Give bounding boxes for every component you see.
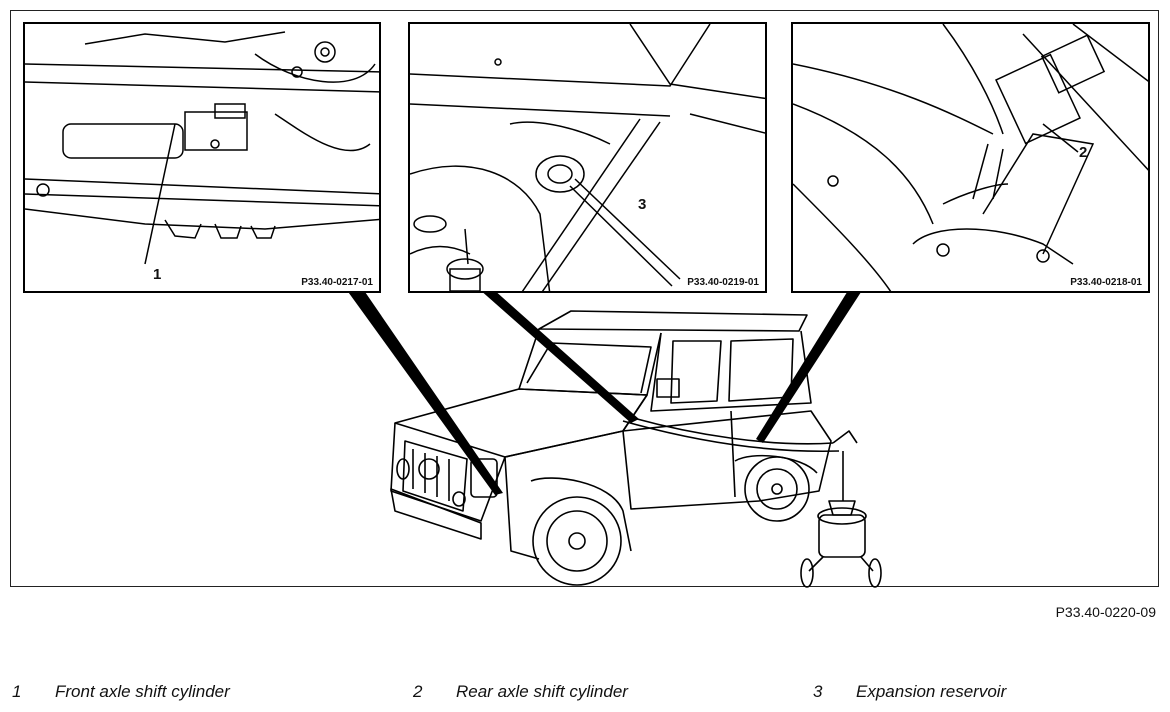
detail-panel-front-axle: 1 P33.40-0217-01 [23,22,381,293]
legend-label: Front axle shift cylinder [55,682,230,701]
callout-2: 2 [1079,144,1088,161]
legend-number: 1 [12,682,22,701]
panel-ref-3: P33.40-0218-01 [1068,277,1144,288]
rear-axle-drawing [793,24,1148,291]
callout-1: 1 [153,266,162,283]
reservoir-drawing [410,24,765,291]
legend-label: Expansion reservoir [856,682,1007,701]
legend-number: 2 [413,682,423,701]
legend: 1 Front axle shift cylinder 2 Rear axle … [0,682,1170,706]
detail-panel-rear-axle: 2 P33.40-0218-01 [791,22,1150,293]
detail-panel-expansion-reservoir: 3 P33.40-0219-01 [408,22,767,293]
panel-ref-2: P33.40-0219-01 [685,277,761,288]
figure-reference: P33.40-0220-09 [1055,604,1156,620]
callout-3: 3 [638,196,647,213]
panel-ref-1: P33.40-0217-01 [299,277,375,288]
front-axle-drawing [25,31,379,265]
diagram-figure: 1 P33.40-0217-01 3 P33.40-02 [10,10,1159,588]
legend-label: Rear axle shift cylinder [456,682,628,701]
legend-number: 3 [813,682,823,701]
